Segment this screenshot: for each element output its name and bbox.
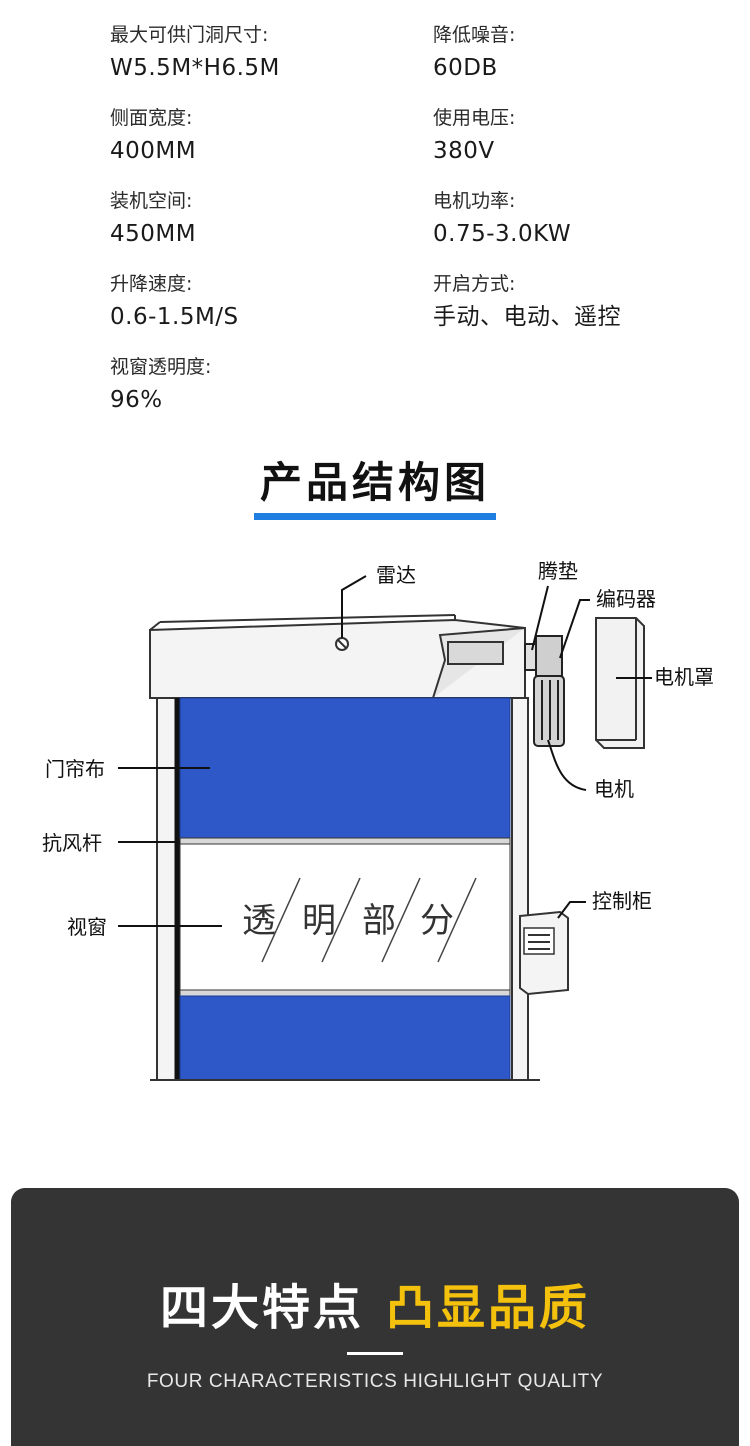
- door-structure-diagram: 透 明 部 分 雷达 腾垫 编码器 电机罩 门帘布: [42, 559, 714, 1081]
- callout-curtain: 门帘布: [45, 757, 105, 781]
- diagram-title: 产品结构图: [253, 455, 496, 520]
- spec-value: W5.5M*H6.5M: [110, 55, 280, 81]
- spec-motor-power: 电机功率: 0.75-3.0KW: [433, 188, 571, 250]
- roller-drum: [447, 641, 504, 665]
- diagram-title-wrap: 产品结构图: [0, 455, 750, 520]
- callout-motor-cover: 电机罩: [654, 665, 714, 689]
- spec-side-width: 侧面宽度: 400MM: [110, 105, 196, 167]
- spec-label: 开启方式:: [433, 273, 516, 295]
- wind-bar-lower: [179, 989, 511, 997]
- features-banner: 四大特点凸显品质 FOUR CHARACTERISTICS HIGHLIGHT …: [11, 1188, 739, 1446]
- encoder-block: [535, 635, 563, 677]
- spec-speed: 升降速度: 0.6-1.5M/S: [110, 271, 239, 333]
- spec-value: 96%: [110, 387, 163, 413]
- spec-label: 侧面宽度:: [110, 107, 193, 129]
- callout-motor: 电机: [594, 777, 634, 801]
- spec-label: 最大可供门洞尺寸:: [110, 24, 269, 46]
- spec-value: 450MM: [110, 221, 197, 247]
- banner-subtitle: FOUR CHARACTERISTICS HIGHLIGHT QUALITY: [146, 1371, 604, 1392]
- banner-title-yellow: 凸显品质: [386, 1280, 591, 1336]
- callout-control-box: 控制柜: [592, 889, 652, 913]
- window-char-4: 分: [420, 901, 454, 941]
- spec-install-space: 装机空间: 450MM: [110, 188, 196, 250]
- spec-value: 0.75-3.0KW: [433, 221, 572, 247]
- spec-noise: 降低噪音: 60DB: [433, 22, 515, 84]
- spec-label: 使用电压:: [433, 107, 516, 129]
- spec-value: 手动、电动、遥控: [433, 304, 621, 330]
- callout-pad: 腾垫: [538, 559, 578, 583]
- spec-door-size: 最大可供门洞尺寸: W5.5M*H6.5M: [110, 22, 280, 84]
- left-side-post: [156, 697, 178, 1081]
- spec-value: 400MM: [110, 138, 197, 164]
- right-side-post: [511, 697, 529, 1081]
- spec-label: 视窗透明度:: [110, 356, 212, 378]
- wind-bar: [179, 837, 511, 845]
- spec-value: 0.6-1.5M/S: [110, 304, 239, 330]
- window-char-2: 明: [302, 901, 336, 941]
- spec-transparency: 视窗透明度: 96%: [110, 354, 211, 416]
- window-char-3: 部: [362, 901, 396, 941]
- callout-encoder: 编码器: [596, 587, 656, 611]
- banner-divider: [347, 1352, 403, 1355]
- banner-title: 四大特点凸显品质: [11, 1278, 739, 1338]
- spec-value: 380V: [433, 138, 495, 164]
- spec-open-mode: 开启方式: 手动、电动、遥控: [433, 271, 621, 333]
- banner-title-white: 四大特点: [159, 1280, 364, 1336]
- spec-label: 降低噪音:: [433, 24, 516, 46]
- spec-voltage: 使用电压: 380V: [433, 105, 515, 167]
- transparent-window: [179, 843, 511, 991]
- spec-value: 60DB: [433, 55, 498, 81]
- curtain-panel-top: [179, 697, 511, 839]
- spec-list: 最大可供门洞尺寸: W5.5M*H6.5M 降低噪音: 60DB 侧面宽度: 4…: [0, 0, 750, 430]
- spec-label: 升降速度:: [110, 273, 193, 295]
- spec-label: 电机功率:: [433, 190, 516, 212]
- spec-label: 装机空间:: [110, 190, 193, 212]
- callout-window: 视窗: [67, 915, 107, 939]
- callout-radar: 雷达: [376, 563, 416, 587]
- window-char-1: 透: [242, 901, 276, 941]
- callout-wind-bar: 抗风杆: [42, 831, 102, 855]
- curtain-panel-bottom: [179, 995, 511, 1081]
